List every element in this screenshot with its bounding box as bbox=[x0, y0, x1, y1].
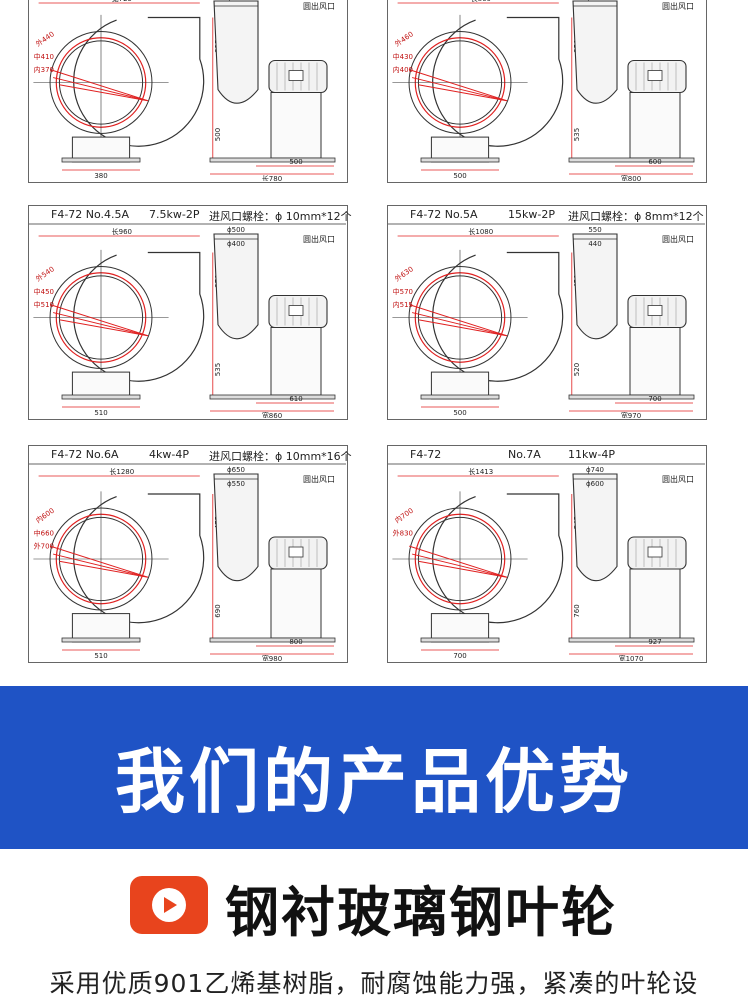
dim-outlet-inner: 440 bbox=[588, 240, 601, 248]
dim-length: 长960 bbox=[112, 227, 132, 236]
fan-drawing-3: F4-72 No.4.5A 7.5kw-2P 进风口螺栓：ϕ 10mm*12个长96… bbox=[28, 205, 352, 420]
dim-motor-base: 610 bbox=[289, 395, 302, 403]
dim-total-width: 长780 bbox=[262, 174, 282, 181]
dim-base-width: 700 bbox=[453, 652, 466, 660]
feature-description: 采用优质901乙烯基树脂，耐腐蚀能力强，紧凑的叶轮设 bbox=[49, 969, 699, 998]
banner-title: 我们的产品优势 bbox=[115, 741, 633, 823]
feature-heading: 钢衬玻璃钢叶轮 bbox=[130, 868, 690, 944]
fan-drawing-svg: 长1280475690510内600中660外700ϕ650ϕ550圆出风口80… bbox=[29, 463, 346, 661]
dim-inner: 内400 bbox=[393, 65, 413, 74]
dim-base-width: 500 bbox=[453, 172, 466, 180]
drawing-title-part: 15kw-2P bbox=[508, 208, 555, 221]
outlet-label: 圆出风口 bbox=[303, 1, 335, 11]
outlet-label: 圆出风口 bbox=[662, 474, 694, 484]
dim-length: 长860 bbox=[471, 0, 491, 3]
outlet-label: 圆出风口 bbox=[662, 234, 694, 244]
dim-lower-height: 520 bbox=[573, 363, 581, 376]
outlet-label: 圆出风口 bbox=[662, 1, 694, 11]
dim-motor-base: 700 bbox=[648, 395, 661, 403]
drawing-title-part: 11kw-4P bbox=[568, 448, 615, 461]
fan-drawing-svg: 宽725325500380外440中410内370φ300圆出风口500长780 bbox=[33, 0, 336, 181]
dim-outer: 内600 bbox=[34, 506, 56, 525]
dim-middle: 外830 bbox=[393, 529, 413, 538]
dim-lower-height: 690 bbox=[214, 604, 222, 617]
drawing-title-part: F4-72 bbox=[410, 448, 442, 461]
drawing-title-part: No.7A bbox=[508, 448, 541, 461]
drawing-title-part: 4kw-4P bbox=[149, 448, 189, 461]
dim-base-width: 510 bbox=[94, 652, 107, 660]
fan-drawing-svg: 长860350535500外460中430内400φ360圆出风口600宽800 bbox=[392, 0, 695, 181]
dim-total-width: 宽980 bbox=[262, 654, 282, 661]
fan-drawing-1: 宽725325500380外440中410内370φ300圆出风口500长780 bbox=[28, 0, 348, 183]
dim-total-width: 宽970 bbox=[621, 411, 641, 418]
dim-outlet-outer: 550 bbox=[588, 226, 601, 234]
dim-motor-base: 500 bbox=[289, 158, 302, 166]
feature-title: 钢衬玻璃钢叶轮 bbox=[225, 881, 617, 944]
dim-outlet-inner: ϕ400 bbox=[227, 240, 245, 248]
dim-outlet-outer: φ360 bbox=[586, 0, 604, 1]
dim-middle: 中660 bbox=[34, 529, 54, 538]
dim-middle: 中410 bbox=[34, 52, 54, 61]
play-icon bbox=[130, 876, 208, 934]
outlet-label: 圆出风口 bbox=[303, 474, 335, 484]
dim-lower-height: 500 bbox=[214, 128, 222, 141]
dim-inner: 内515 bbox=[393, 300, 413, 309]
dim-outlet-outer: φ300 bbox=[227, 0, 245, 1]
fan-drawing-2: 长860350535500外460中430内400φ360圆出风口600宽800 bbox=[387, 0, 707, 183]
dim-outlet-inner: ϕ600 bbox=[586, 480, 604, 488]
dim-middle: 中450 bbox=[34, 287, 54, 296]
drawing-title-part: 进风口螺栓：ϕ 8mm*12个 bbox=[568, 210, 704, 223]
drawing-title-part: 7.5kw-2P bbox=[149, 208, 200, 221]
drawing-title-part: 进风口螺栓：ϕ 10mm*16个 bbox=[209, 450, 352, 463]
dim-inner: 中510 bbox=[34, 300, 54, 309]
fan-drawing-svg: 长960370535510外540中450中510ϕ500ϕ400圆出风口610… bbox=[29, 223, 346, 418]
dim-length: 长1413 bbox=[468, 467, 493, 476]
drawing-title-part: 进风口螺栓：ϕ 10mm*12个 bbox=[209, 210, 352, 223]
dim-inner: 内370 bbox=[34, 65, 54, 74]
dim-base-width: 510 bbox=[94, 409, 107, 417]
dim-outlet-outer: ϕ740 bbox=[586, 466, 604, 474]
dim-length: 宽725 bbox=[112, 0, 132, 3]
drawing-title-part: F4-72 No.4.5A bbox=[51, 208, 130, 221]
dim-length: 长1280 bbox=[109, 467, 134, 476]
dim-total-width: 宽800 bbox=[621, 174, 641, 181]
dim-total-width: 宽860 bbox=[262, 411, 282, 418]
dim-total-width: 宽1070 bbox=[619, 654, 644, 661]
drawing-title-part: F4-72 No.5A bbox=[410, 208, 478, 221]
outlet-label: 圆出风口 bbox=[303, 234, 335, 244]
dim-outer: 外630 bbox=[393, 264, 415, 283]
dim-base-width: 380 bbox=[94, 172, 107, 180]
fan-drawing-svg: 长1413545760700内700外830ϕ740ϕ600圆出风口927宽10… bbox=[388, 463, 705, 661]
dim-outlet-inner: ϕ550 bbox=[227, 480, 245, 488]
dim-outer: 外460 bbox=[393, 29, 415, 48]
advantages-banner: 我们的产品优势 bbox=[0, 686, 748, 849]
dim-outlet-outer: ϕ650 bbox=[227, 466, 245, 474]
dim-outlet-outer: ϕ500 bbox=[227, 226, 245, 234]
dim-outer: 外440 bbox=[34, 29, 56, 48]
fan-drawing-svg: 长1080450520500外630中570内515550440圆出风口700宽… bbox=[388, 223, 705, 418]
dim-motor-base: 600 bbox=[648, 158, 661, 166]
dim-motor-base: 800 bbox=[289, 638, 302, 646]
dim-outer: 内700 bbox=[393, 506, 415, 525]
fan-drawing-6: F4-72No.7A11kw-4P长1413545760700内700外830ϕ… bbox=[387, 445, 707, 663]
dim-base-width: 500 bbox=[453, 409, 466, 417]
dim-middle: 中570 bbox=[393, 287, 413, 296]
dim-lower-height: 535 bbox=[573, 128, 581, 141]
dim-middle: 中430 bbox=[393, 52, 413, 61]
dim-inner: 外700 bbox=[34, 542, 54, 551]
dim-length: 长1080 bbox=[468, 227, 493, 236]
drawing-title-part: F4-72 No.6A bbox=[51, 448, 119, 461]
dim-motor-base: 927 bbox=[648, 638, 661, 646]
dim-lower-height: 760 bbox=[573, 604, 581, 617]
dim-outer: 外540 bbox=[34, 264, 56, 283]
dim-lower-height: 535 bbox=[214, 363, 222, 376]
